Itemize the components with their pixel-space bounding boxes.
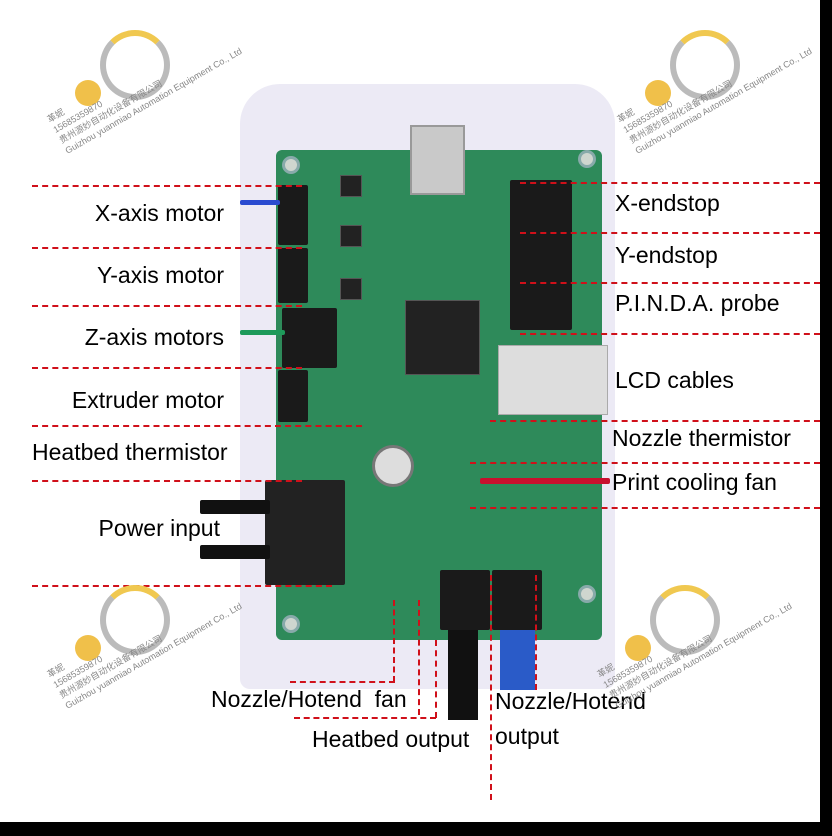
leader-line [520, 232, 820, 234]
driver-chip [340, 175, 362, 197]
leader-line [535, 575, 537, 690]
bear-icon [75, 635, 101, 661]
watermark-logo-icon [100, 585, 170, 655]
power-wire [200, 545, 270, 559]
driver-chip [340, 278, 362, 300]
leader-line [435, 640, 437, 718]
bear-icon [645, 80, 671, 106]
leader-line [294, 717, 436, 719]
hotend-cables [500, 630, 535, 690]
label-y-endstop: Y-endstop [615, 242, 718, 268]
heatbed-output-connector [440, 570, 490, 630]
label-z-axis-motors: Z-axis motors [84, 324, 224, 350]
diagram-canvas: X-axis motor Y-axis motor Z-axis motors … [0, 0, 820, 822]
wire [240, 330, 285, 335]
wm-text: 革妮 [45, 106, 67, 125]
label-nozzle-hotend-fan: Nozzle/Hotend fan [211, 686, 407, 712]
wm-text: 贵州源妙自动化设备有限公司 [627, 78, 734, 146]
label-power-input: Power input [98, 515, 220, 541]
leader-line [393, 600, 395, 682]
label-nozzle-hotend-output-2: output [495, 723, 559, 749]
endstop-connectors [510, 180, 572, 330]
leader-line [470, 462, 820, 464]
label-print-cooling-fan: Print cooling fan [612, 469, 777, 495]
wm-text: 15685359870 [51, 653, 105, 690]
label-nozzle-hotend-output: Nozzle/Hotend [495, 688, 646, 714]
mount-hole [578, 585, 596, 603]
lcd-ribbon-cables [498, 345, 608, 415]
fan-wire [480, 478, 610, 484]
mount-hole [578, 150, 596, 168]
wm-text: 革妮 [595, 661, 617, 680]
wm-text: Guizhou yuanmiao Automation Equipment Co… [63, 45, 244, 156]
bear-icon [625, 635, 651, 661]
leader-line [32, 185, 302, 187]
leader-line [490, 575, 492, 800]
heatbed-cables [448, 630, 478, 720]
label-extruder-motor: Extruder motor [71, 387, 224, 413]
driver-chip [340, 225, 362, 247]
label-x-axis-motor: X-axis motor [94, 200, 224, 226]
label-heatbed-thermistor: Heatbed thermistor [32, 439, 228, 465]
watermark-logo-icon [650, 585, 720, 655]
leader-line [418, 600, 420, 715]
z-motor-connector [282, 308, 337, 368]
power-connector [265, 480, 345, 585]
leader-line [290, 681, 395, 683]
leader-line [32, 425, 362, 427]
wire [240, 200, 280, 205]
label-pinda-probe: P.I.N.D.A. probe [615, 290, 780, 316]
wm-text: 革妮 [615, 106, 637, 125]
mount-hole [282, 615, 300, 633]
leader-line [470, 507, 820, 509]
bear-icon [75, 80, 101, 106]
capacitor [372, 445, 414, 487]
wm-text: Guizhou yuanmiao Automation Equipment Co… [633, 45, 814, 156]
usb-connector [410, 125, 465, 195]
leader-line [520, 282, 820, 284]
label-heatbed-output: Heatbed output [312, 726, 470, 752]
leader-line [490, 420, 820, 422]
leader-line [32, 305, 302, 307]
power-wire [200, 500, 270, 514]
leader-line [32, 367, 302, 369]
leader-line [32, 247, 302, 249]
mcu-chip [405, 300, 480, 375]
hotend-output-connector [492, 570, 542, 630]
extruder-connector [278, 370, 308, 422]
wm-text: 贵州源妙自动化设备有限公司 [607, 633, 714, 701]
y-motor-connector [278, 248, 308, 303]
label-x-endstop: X-endstop [615, 190, 720, 216]
label-lcd-cables: LCD cables [615, 367, 734, 393]
wm-text: 贵州源妙自动化设备有限公司 [57, 633, 164, 701]
leader-line [32, 585, 332, 587]
wm-text: 贵州源妙自动化设备有限公司 [57, 78, 164, 146]
mount-hole [282, 156, 300, 174]
watermark-logo-icon [100, 30, 170, 100]
wm-text: 15685359870 [51, 98, 105, 135]
wm-text: 15685359870 [621, 98, 675, 135]
x-motor-connector [278, 185, 308, 245]
leader-line [520, 333, 820, 335]
leader-line [32, 480, 302, 482]
watermark-logo-icon [670, 30, 740, 100]
leader-line [520, 182, 820, 184]
label-nozzle-thermistor: Nozzle thermistor [612, 425, 791, 451]
label-y-axis-motor: Y-axis motor [97, 262, 224, 288]
wm-text: 15685359870 [601, 653, 655, 690]
